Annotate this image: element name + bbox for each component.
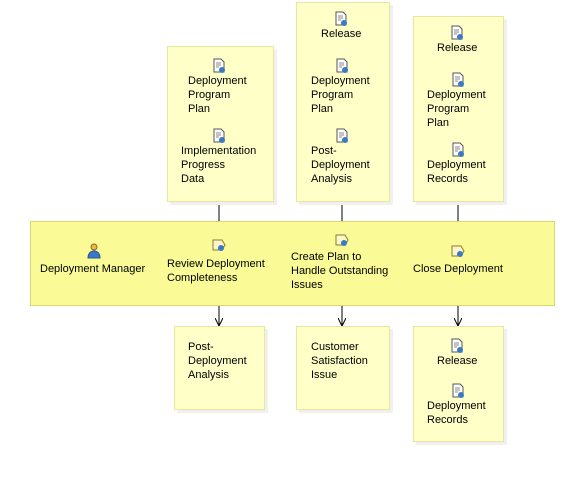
- artifact-label: Post- Deployment Analysis: [188, 341, 247, 381]
- artifact-label: Post- Deployment Analysis: [311, 145, 370, 185]
- artifact-label: Release: [321, 28, 362, 40]
- artifact-icon: [335, 11, 347, 26]
- artifact-icon: [451, 25, 463, 40]
- input-box-2: [296, 2, 390, 202]
- artifact-icon: [213, 58, 225, 73]
- artifact-icon: [336, 58, 348, 73]
- artifact-label: Deployment Program Plan: [188, 75, 247, 115]
- task-review-deployment-completeness[interactable]: Review Deployment Completeness: [167, 258, 265, 284]
- input-artifact-release[interactable]: Release: [321, 11, 361, 41]
- task-icon: [451, 245, 465, 257]
- output-artifact-deployment-records[interactable]: Deployment Records: [427, 383, 486, 427]
- input-artifact-deployment-program-plan[interactable]: Deployment Program Plan: [188, 58, 247, 116]
- role-swimlane: [30, 221, 555, 306]
- artifact-label: Customer Satisfaction Issue: [311, 341, 368, 381]
- input-artifact-deployment-program-plan[interactable]: Deployment Program Plan: [311, 58, 370, 116]
- input-artifact-post-deployment-analysis[interactable]: Post- Deployment Analysis: [311, 128, 370, 186]
- role-label[interactable]: Deployment Manager: [40, 263, 146, 275]
- artifact-label: Implementation Progress Data: [181, 145, 257, 185]
- input-box-3: [413, 16, 504, 202]
- input-artifact-deployment-records[interactable]: Deployment Records: [427, 142, 486, 186]
- input-artifact-release[interactable]: Release: [437, 25, 477, 55]
- output-box-1: [174, 326, 265, 410]
- output-artifact-release[interactable]: Release: [437, 338, 477, 368]
- task-icon: [212, 239, 226, 251]
- artifact-icon: [452, 383, 464, 398]
- artifact-label: Deployment Records: [427, 159, 486, 185]
- output-box-2: [296, 326, 390, 410]
- input-artifact-deployment-program-plan[interactable]: Deployment Program Plan: [427, 72, 486, 130]
- input-artifact-implementation-progress-data[interactable]: Implementation Progress Data: [181, 128, 256, 186]
- artifact-icon: [451, 338, 463, 353]
- artifact-icon: [213, 128, 225, 143]
- role-icon: [87, 243, 101, 259]
- task-icon: [335, 234, 349, 246]
- artifact-label: Release: [437, 42, 478, 54]
- artifact-label: Release: [437, 355, 478, 367]
- artifact-label: Deployment Records: [427, 400, 486, 426]
- task-close-deployment[interactable]: Close Deployment: [413, 263, 503, 275]
- output-artifact-post-deployment-analysis[interactable]: Post- Deployment Analysis: [188, 340, 247, 382]
- artifact-label: Deployment Program Plan: [427, 89, 486, 129]
- artifact-icon: [336, 128, 348, 143]
- artifact-label: Deployment Program Plan: [311, 75, 370, 115]
- artifact-icon: [452, 72, 464, 87]
- output-artifact-customer-satisfaction-issue[interactable]: Customer Satisfaction Issue: [311, 340, 368, 382]
- artifact-icon: [452, 142, 464, 157]
- task-create-plan-outstanding-issues[interactable]: Create Plan to Handle Outstanding Issues: [291, 251, 389, 291]
